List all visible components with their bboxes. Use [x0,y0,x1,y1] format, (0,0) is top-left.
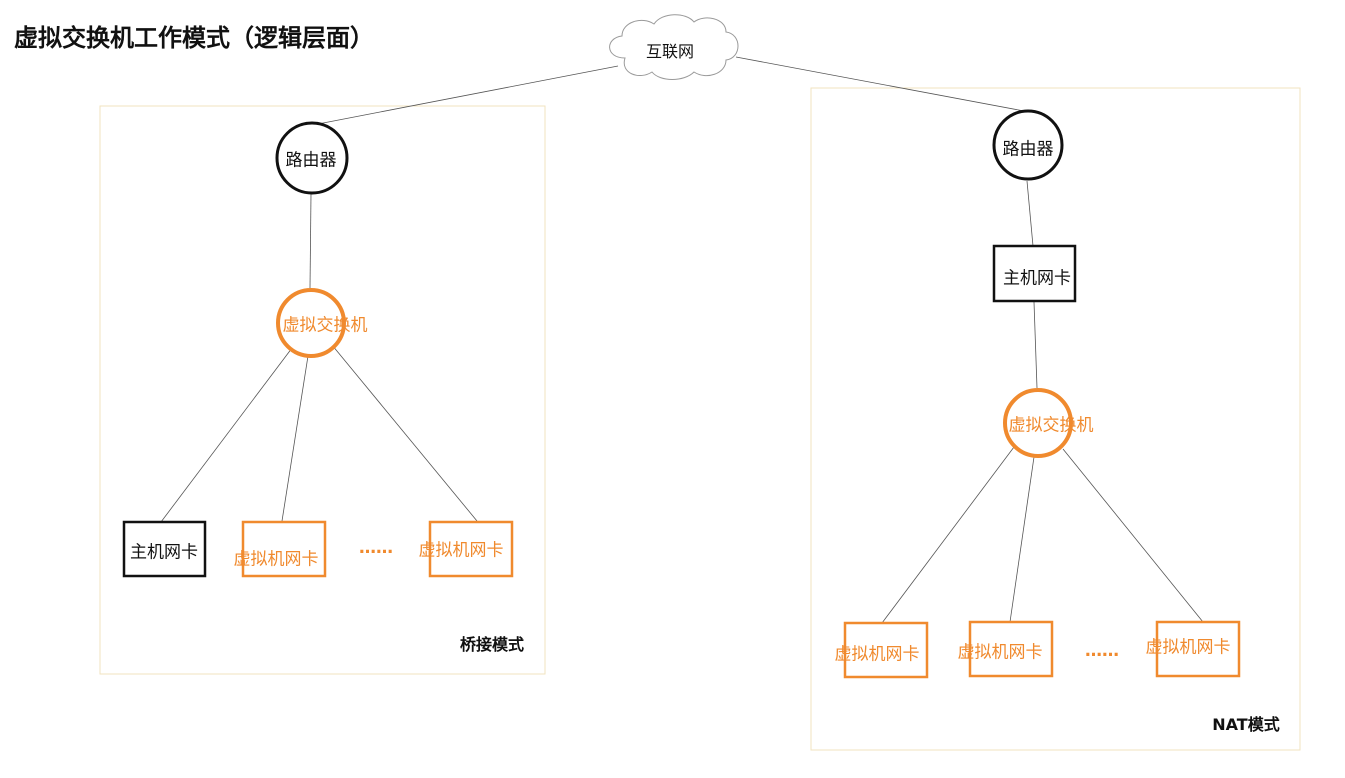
bridge-vswitch-label: 虚拟交换机 [282,315,368,336]
nat-vm-nic-1-label: 虚拟机网卡 [834,644,920,665]
link-internet-nat-router [735,56,1025,112]
link-nat-host-vswitch [1033,301,1038,389]
bridge-vm-nic-1-node [241,520,327,578]
bridge-router-label: 路由器 [285,150,337,171]
nat-host-nic-node [992,244,1077,303]
nat-vm-nic-1-node [843,621,929,679]
connector-lines [160,56,1204,624]
link-internet-bridge-router [317,65,619,125]
nat-vm-nic-3-node [1155,620,1241,678]
bridge-vm-nic-2-node [428,520,514,578]
link-bridge-vswitch-vm2 [331,344,478,522]
nat-vswitch-label: 虚拟交换机 [1008,415,1094,436]
nat-router-label: 路由器 [1002,139,1054,160]
bridge-router-node [275,121,349,195]
nat-vm-nic-3-label: 虚拟机网卡 [1145,637,1231,658]
nat-panel-label: NAT模式 [1212,715,1280,734]
nat-router-node [992,109,1064,181]
link-bridge-vswitch-host [160,347,293,523]
bridge-vm-nic-1-label: 虚拟机网卡 [233,549,319,570]
bridge-vswitch-node [276,288,346,358]
link-bridge-router-vswitch [309,193,312,289]
bridge-ellipsis: …… [359,538,393,558]
link-nat-router-host [1026,180,1034,247]
link-nat-vswitch-vm1 [881,446,1015,624]
bridge-host-nic-label: 主机网卡 [130,542,198,563]
link-bridge-vswitch-vm1 [281,355,309,522]
nat-vm-nic-2-node [968,620,1054,678]
bridge-panel-label: 桥接模式 [459,635,525,654]
nat-vswitch-node [1003,388,1073,458]
link-nat-vswitch-vm3 [1062,448,1204,623]
link-nat-vswitch-vm2 [1009,456,1035,623]
nat-vm-nic-2-label: 虚拟机网卡 [957,642,1043,663]
page-title: 虚拟交换机工作模式（逻辑层面） [14,23,374,52]
nat-ellipsis: …… [1085,641,1119,661]
bridge-host-nic-node [122,520,207,578]
internet-cloud-icon [609,14,739,80]
bridge-vm-nic-2-label: 虚拟机网卡 [418,540,504,561]
nat-panel [810,87,1301,751]
bridge-panel [99,105,546,675]
internet-label: 互联网 [645,42,695,61]
nat-host-nic-label: 主机网卡 [1003,268,1071,289]
